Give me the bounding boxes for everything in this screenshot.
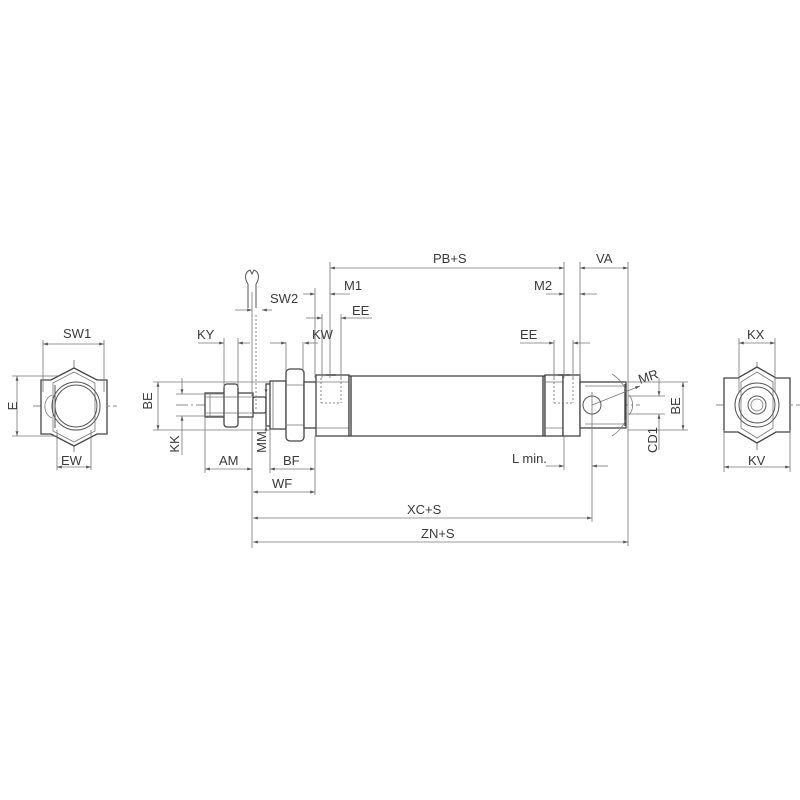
dim-label-cd1: CD1 [645,427,660,453]
rear-end-cap [544,374,564,437]
dim-label-ee-left: EE [352,303,370,318]
dim-label-m2: M2 [534,278,552,293]
dim-label-pb-s: PB+S [433,251,467,266]
dim-label-l-min: L min. [512,451,547,466]
dim-label-e: E [5,401,20,410]
cylinder-barrel [348,375,546,437]
dim-label-mm: MM [254,431,269,453]
dim-label-mr: MR [636,366,660,387]
dim-label-am: AM [219,453,239,468]
dim-label-m1: M1 [344,278,362,293]
dim-label-sw2: SW2 [270,291,298,306]
dim-label-ky: KY [197,327,215,342]
front-view: SW1 E EW [5,326,117,470]
dim-label-zn-s: ZN+S [421,526,455,541]
dim-label-xc-s: XC+S [407,502,442,517]
dim-label-sw1: SW1 [63,326,91,341]
dim-label-wf: WF [272,476,292,491]
dim-label-ew: EW [61,453,83,468]
front-end-cap [315,374,350,437]
dim-label-ee-right: EE [520,327,538,342]
wrench-icon [245,269,259,308]
side-view: PB+S VA M1 M2 SW2 EE KW [140,251,688,548]
front-gland [269,380,287,430]
dim-label-bf: BF [283,453,300,468]
rear-clevis [579,381,627,429]
rod-wrench-flats [252,396,267,414]
mounting-nut [285,368,305,442]
rear-view: KX KV [716,327,800,472]
front-neck [303,381,318,429]
dim-label-be-left: BE [140,392,155,410]
dim-label-kw: KW [312,327,334,342]
dim-label-be-right: BE [668,397,683,415]
dim-label-kk: KK [167,435,182,453]
dim-label-kx: KX [747,327,765,342]
rear-port-block [562,374,581,437]
dim-label-va: VA [596,251,613,266]
dim-label-kv: KV [748,453,766,468]
rear-hex [723,366,791,444]
rod-lock-nut [223,383,239,428]
